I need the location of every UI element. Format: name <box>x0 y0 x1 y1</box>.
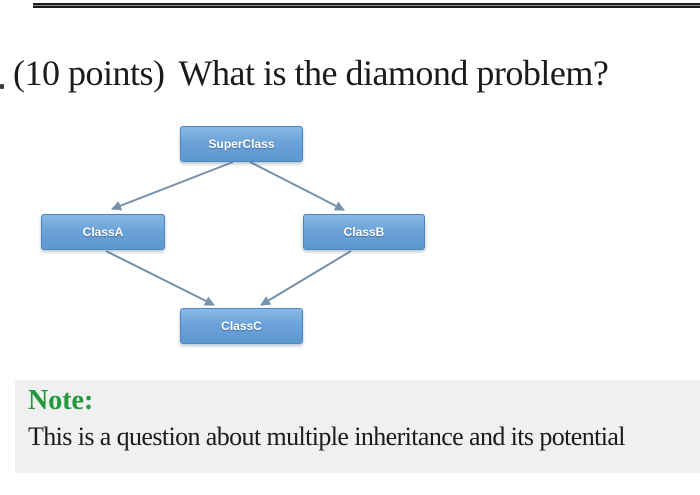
question-title: (10 points) What is the diamond problem? <box>13 52 700 94</box>
note-label: Note: <box>28 385 94 416</box>
edge-superclass-to-classb <box>249 161 345 211</box>
diagram-node-classc: ClassC <box>180 308 303 344</box>
diagram-node-classb: ClassB <box>303 214 425 250</box>
edge-classa-to-classc <box>105 250 215 306</box>
question-text: What is the diamond problem? <box>178 53 609 93</box>
question-points: (10 points) <box>13 53 165 93</box>
edge-classb-to-classc <box>260 250 352 306</box>
diagram-node-superclass: SuperClass <box>180 126 303 162</box>
note-box: Note: This is a question about multiple … <box>15 380 700 473</box>
diagram-node-classa: ClassA <box>41 214 165 250</box>
list-marker-fragment <box>0 84 4 89</box>
edge-superclass-to-classa <box>111 161 234 211</box>
header-double-rule <box>33 3 700 8</box>
note-body-text: This is a question about multiple inheri… <box>28 422 626 451</box>
